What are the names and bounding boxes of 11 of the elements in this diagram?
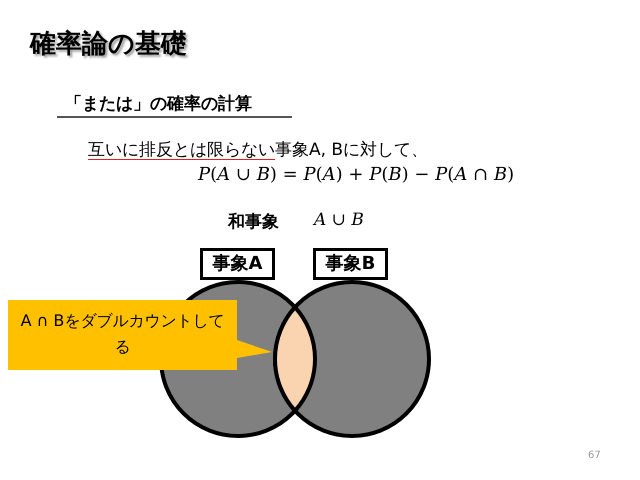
underlined-phrase: 互いに排反とは限らない xyxy=(88,139,275,161)
event-label-box: 事象A xyxy=(200,248,275,280)
heading-label: 和事象 xyxy=(228,211,279,233)
sentence: 事象A, Bに対して、 xyxy=(275,139,428,161)
callout-tooltip: A ∩ Bをダブルカウントしてる xyxy=(8,300,272,370)
formula: A ∪ B xyxy=(314,210,364,230)
page-number: 67 xyxy=(588,450,601,461)
event-label-box: 事象B xyxy=(313,248,388,280)
slide-title: 確率論の基礎 xyxy=(30,28,187,61)
subtitle: 「または」の確率の計算 xyxy=(65,93,252,115)
formula: P(A ∪ B) = P(A) + P(B) − P(A ∩ B) xyxy=(198,164,514,185)
